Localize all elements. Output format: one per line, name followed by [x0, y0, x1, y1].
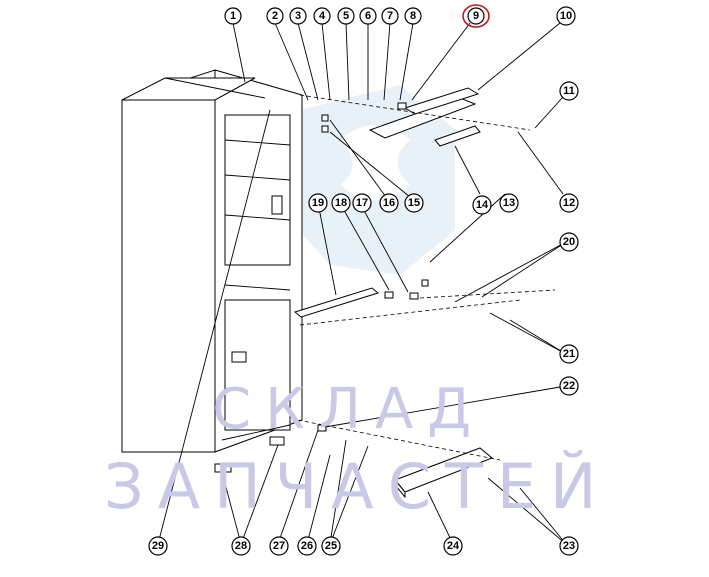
callout-3[interactable]: 3 [289, 7, 307, 25]
callout-3-label: 3 [295, 10, 301, 22]
callout-8[interactable]: 8 [404, 7, 422, 25]
callout-20[interactable]: 20 [559, 232, 579, 252]
callout-4[interactable]: 4 [313, 7, 331, 25]
callout-10-label: 10 [560, 10, 572, 22]
callout-2-label: 2 [272, 10, 278, 22]
callout-1-label: 1 [230, 10, 236, 22]
callout-14-label: 14 [476, 199, 489, 211]
callout-26[interactable]: 26 [297, 536, 317, 556]
callout-22[interactable]: 22 [559, 376, 579, 396]
callout-27[interactable]: 27 [269, 536, 289, 556]
callout-17[interactable]: 17 [352, 193, 372, 213]
callout-6-label: 6 [365, 10, 371, 22]
callout-24[interactable]: 24 [443, 536, 463, 556]
callout-7[interactable]: 7 [381, 7, 399, 25]
callouts: 1 2 3 4 5 6 7 8 9 10 11 12 13 14 15 16 1… [148, 4, 579, 556]
callout-8-label: 8 [410, 10, 416, 22]
callout-7-label: 7 [387, 10, 393, 22]
callout-25-label: 25 [325, 540, 337, 552]
callout-16[interactable]: 16 [379, 193, 399, 213]
callout-22-label: 22 [563, 380, 575, 392]
callout-1[interactable]: 1 [224, 7, 242, 25]
callout-19-label: 19 [312, 197, 324, 209]
callout-23[interactable]: 23 [559, 536, 579, 556]
callout-24-label: 24 [447, 540, 460, 552]
callout-28-label: 28 [235, 540, 247, 552]
watermark-line1: СКЛАД [212, 377, 485, 442]
fridge-cabinet [121, 69, 303, 453]
callout-10[interactable]: 10 [556, 6, 576, 26]
callout-9-label: 9 [473, 10, 479, 22]
callout-18[interactable]: 18 [331, 193, 351, 213]
callout-9-highlight [462, 4, 490, 28]
callout-5[interactable]: 5 [337, 7, 355, 25]
callout-26-label: 26 [301, 540, 313, 552]
callout-19[interactable]: 19 [308, 193, 328, 213]
leader-lines [157, 22, 567, 545]
callout-12-label: 12 [563, 197, 575, 209]
callout-11-label: 11 [563, 85, 575, 97]
callout-29-label: 29 [152, 540, 164, 552]
callout-4-label: 4 [319, 10, 326, 22]
callout-21-label: 21 [563, 348, 575, 360]
callout-29[interactable]: 29 [148, 536, 168, 556]
upper-shelf-parts [299, 87, 531, 147]
watermark-text: СКЛАД ЗАПЧАСТЕЙ [104, 377, 610, 523]
middle-rail-parts [293, 279, 556, 326]
callout-16-label: 16 [383, 197, 395, 209]
callout-17-label: 17 [356, 197, 368, 209]
lower-shelf-parts [214, 419, 501, 499]
callout-25[interactable]: 25 [321, 536, 341, 556]
callout-14[interactable]: 14 [472, 195, 492, 215]
callout-12[interactable]: 12 [559, 193, 579, 213]
callout-15[interactable]: 15 [404, 193, 424, 213]
callout-13-label: 13 [503, 197, 515, 209]
callout-2[interactable]: 2 [266, 7, 284, 25]
callout-11[interactable]: 11 [559, 81, 579, 101]
watermark-line2: ЗАПЧАСТЕЙ [104, 450, 610, 523]
callout-23-label: 23 [563, 540, 575, 552]
callout-21[interactable]: 21 [559, 344, 579, 364]
callout-5-label: 5 [343, 10, 349, 22]
callout-18-label: 18 [335, 197, 347, 209]
callout-20-label: 20 [563, 236, 575, 248]
callout-9[interactable]: 9 [462, 4, 490, 28]
callout-27-label: 27 [273, 540, 285, 552]
callout-28[interactable]: 28 [231, 536, 251, 556]
callout-15-label: 15 [408, 197, 420, 209]
callout-6[interactable]: 6 [359, 7, 377, 25]
callout-13[interactable]: 13 [499, 193, 519, 213]
